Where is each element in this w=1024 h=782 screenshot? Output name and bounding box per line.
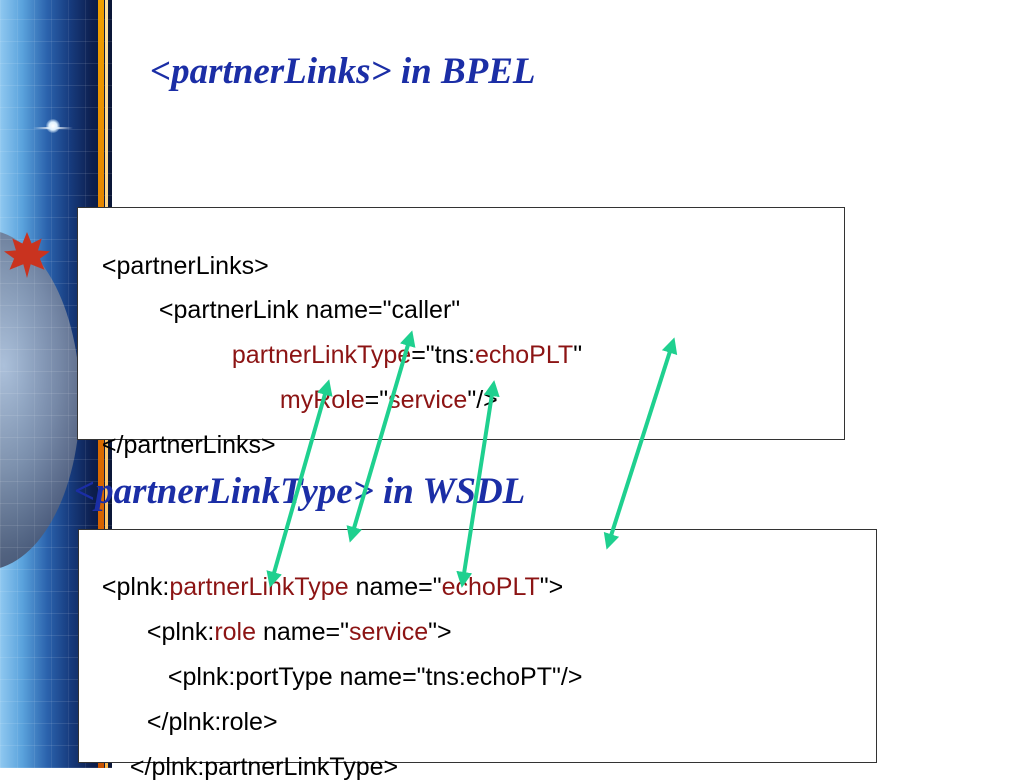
code-token: </plnk:role> xyxy=(146,708,278,736)
code-keyword: service xyxy=(348,618,429,646)
sparkle-icon xyxy=(46,119,60,133)
code-token: name=" xyxy=(348,573,442,601)
code-keyword: echoPLT xyxy=(474,341,574,369)
code-keyword: service xyxy=(388,386,468,414)
code-token: name=" xyxy=(256,618,349,646)
code-token: "> xyxy=(539,573,564,601)
code-keyword: echoPLT xyxy=(441,573,540,601)
code-token: <plnk: xyxy=(101,573,170,601)
code-keyword: role xyxy=(214,618,257,646)
code-token: " xyxy=(573,341,583,369)
bpel-line-2: <partnerLink name="caller" xyxy=(145,265,460,325)
wsdl-line-4: </plnk:role> xyxy=(133,677,278,737)
bpel-heading: <partnerLinks> in BPEL xyxy=(150,51,536,92)
wsdl-heading: <partnerLinkType> in WSDL xyxy=(74,471,526,512)
code-token: <partnerLinks> xyxy=(101,252,269,280)
code-token: =" xyxy=(364,386,389,414)
code-token: </partnerLinks> xyxy=(101,431,276,459)
code-token: <plnk: xyxy=(146,618,215,646)
bpel-line-5: </partnerLinks> xyxy=(88,400,276,460)
code-token: <plnk:portType name="tns:echoPT"/> xyxy=(167,663,583,691)
code-token: "> xyxy=(428,618,452,646)
wsdl-line-5: </plnk:partnerLinkType> xyxy=(116,722,398,782)
code-token: </plnk:partnerLinkType> xyxy=(129,753,399,781)
bpel-line-1: <partnerLinks> xyxy=(88,221,269,281)
code-keyword: myRole xyxy=(279,386,365,414)
code-token: <partnerLink name="caller" xyxy=(158,296,461,324)
code-token: ="tns: xyxy=(411,341,475,369)
code-token: "/> xyxy=(467,386,498,414)
wsdl-line-2: <plnk:role name="service"> xyxy=(133,587,452,647)
bpel-line-4: myRole="service"/> xyxy=(266,355,498,415)
wsdl-line-3: <plnk:portType name="tns:echoPT"/> xyxy=(154,632,583,692)
